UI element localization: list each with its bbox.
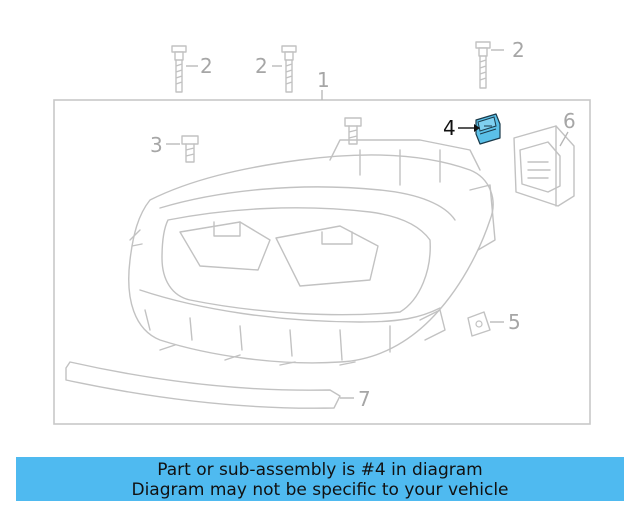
callout-5: 5 <box>508 310 521 334</box>
trim-strip-part-7 <box>65 361 341 409</box>
bolt-part-2c <box>475 41 491 89</box>
bracket-part-5 <box>467 311 491 337</box>
callout-1: 1 <box>317 68 330 92</box>
ballast-module-part-6 <box>513 125 575 207</box>
bolt-part-2b <box>281 45 297 93</box>
screw-part-3 <box>181 135 199 163</box>
banner-line-1: Part or sub-assembly is #4 in diagram <box>157 460 483 480</box>
info-banner: Part or sub-assembly is #4 in diagram Di… <box>16 457 624 501</box>
housing-bolt <box>344 117 362 145</box>
callout-4: 4 <box>443 116 456 140</box>
callout-2c: 2 <box>512 38 525 62</box>
callout-2b: 2 <box>255 54 268 78</box>
retainer-part-4-highlighted <box>475 113 501 145</box>
callout-7: 7 <box>358 387 371 411</box>
callout-6: 6 <box>563 109 576 133</box>
callout-2a: 2 <box>200 54 213 78</box>
callout-3: 3 <box>150 133 163 157</box>
bolt-part-2a <box>171 45 187 93</box>
parts-diagram: 1 2 2 2 3 <box>53 38 591 425</box>
headlamp-assembly <box>128 139 496 366</box>
banner-line-2: Diagram may not be specific to your vehi… <box>131 480 509 500</box>
